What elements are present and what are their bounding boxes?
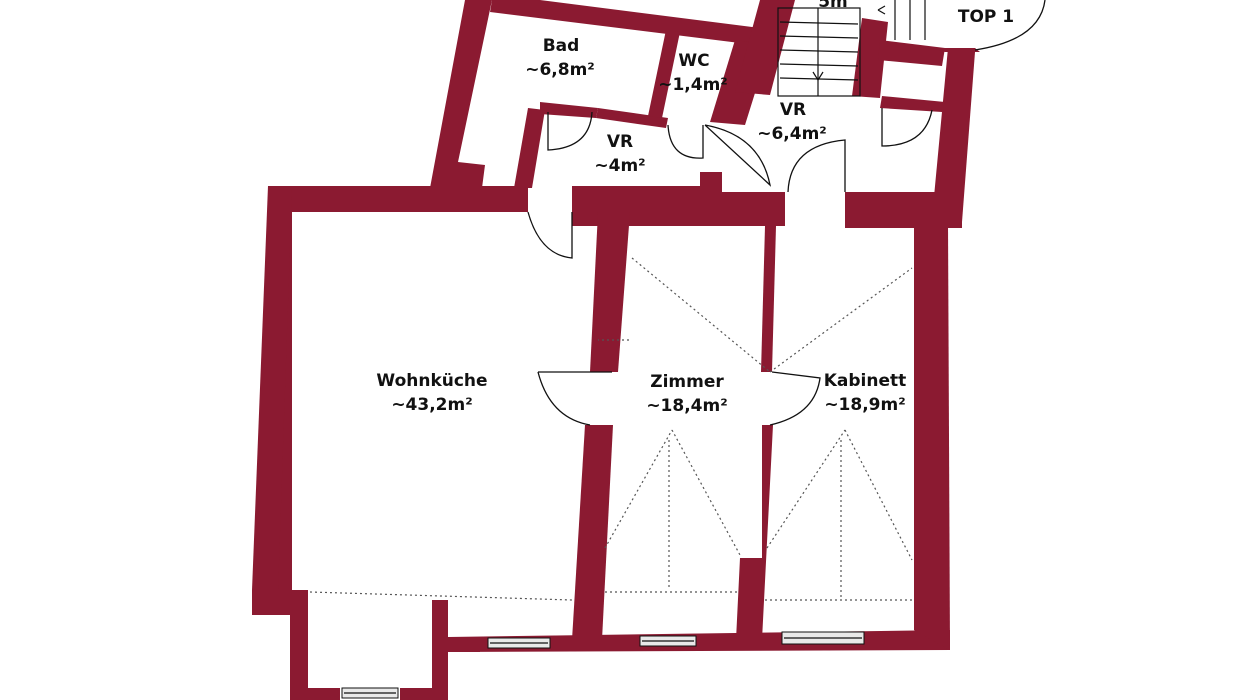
room-name-vr-small: VR	[607, 132, 633, 152]
room-name-vr-large: VR	[780, 100, 806, 120]
door-closet	[881, 108, 933, 147]
stair-label: 5m	[818, 0, 848, 12]
room-name-bad: Bad	[543, 36, 580, 56]
wall-wc-west	[648, 30, 680, 118]
wall-stair-top-right	[878, 40, 945, 66]
wall-east-upper	[932, 48, 975, 222]
wall-vr-north	[596, 108, 668, 128]
stair-arrow-icon	[812, 71, 824, 81]
room-area-wc: ~1,4m²	[658, 75, 728, 95]
stair-arrow-right-icon	[877, 5, 886, 15]
door-bad	[547, 111, 593, 151]
room-name-wohnkueche: Wohnküche	[376, 371, 487, 391]
walls	[252, 0, 980, 700]
staircase[interactable]	[777, 0, 926, 97]
room-name-zimmer: Zimmer	[650, 372, 724, 392]
door-kabinett	[769, 371, 821, 426]
room-name-kabinett: Kabinett	[824, 371, 907, 391]
wall-stub-left	[514, 108, 545, 188]
room-area-vr-large: ~6,4m²	[757, 124, 827, 144]
wall-partition-2-bottom	[736, 425, 773, 640]
room-area-vr-small: ~4m²	[594, 156, 645, 176]
unit-label: TOP 1	[958, 7, 1014, 27]
wall-bay-west	[252, 590, 340, 700]
wall-partition-1-bottom	[572, 425, 613, 640]
door-vr-to-stair	[704, 124, 772, 187]
room-area-zimmer: ~18,4m²	[646, 396, 727, 416]
doors	[527, 108, 933, 426]
door-corridor-east	[787, 139, 846, 193]
landing-outline	[974, 0, 1046, 51]
wall-partition-2-top	[761, 226, 776, 372]
windows	[341, 631, 865, 699]
labels: TOP 1 5m Bad ~6,8m² WC ~1,4m² VR ~4m² VR…	[376, 0, 1014, 416]
wall-bay-east	[400, 600, 480, 700]
dotted-lines	[309, 257, 913, 601]
stair-outline	[777, 7, 861, 97]
wall-east	[914, 222, 950, 650]
wall-partition-1-top	[590, 212, 630, 372]
wall-stair-left	[735, 0, 795, 95]
wall-corridor-south-right	[845, 192, 962, 228]
wall-landing	[932, 48, 980, 52]
wall-bad-north	[490, 0, 760, 45]
door-zimmer	[537, 371, 612, 426]
room-area-wohnkueche: ~43,2m²	[391, 395, 472, 415]
room-name-wc: WC	[678, 51, 709, 71]
wall-west	[252, 186, 292, 615]
door-wohnkueche	[527, 211, 573, 259]
wall-closet-east	[880, 96, 945, 112]
room-area-kabinett: ~18,9m²	[824, 395, 905, 415]
wall-stair-right	[852, 18, 888, 98]
wall-bad-west	[430, 0, 492, 188]
room-area-bad: ~6,8m²	[525, 60, 595, 80]
wall-bad-south	[540, 102, 598, 118]
door-wc	[667, 124, 704, 159]
